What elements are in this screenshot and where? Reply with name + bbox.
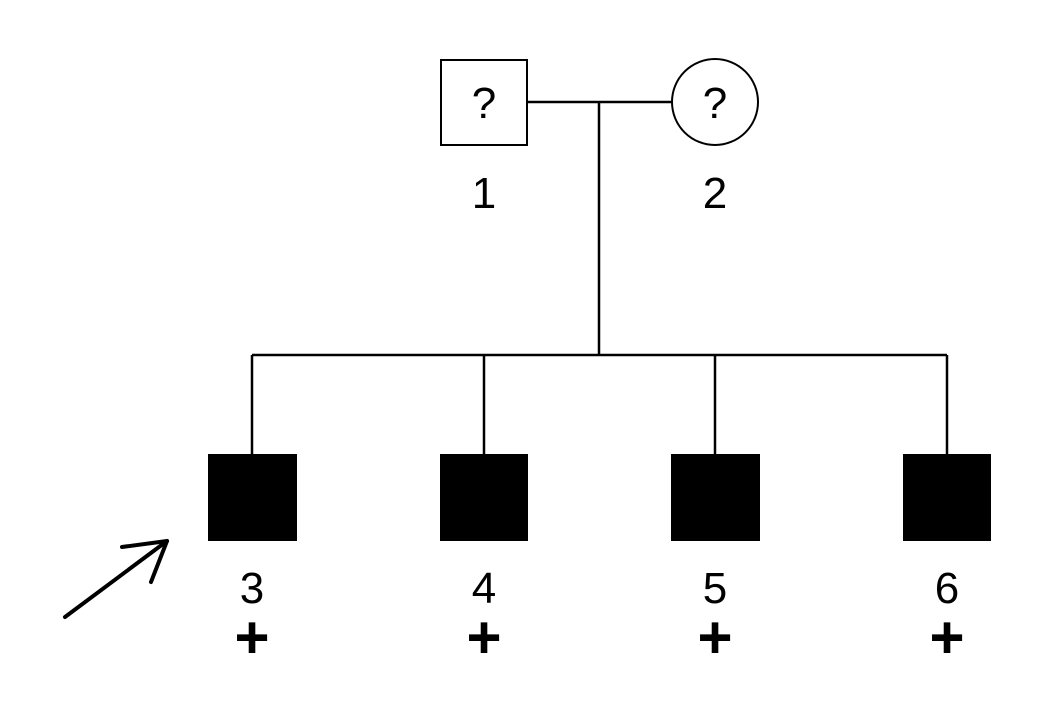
individual-4: 4 + bbox=[440, 454, 528, 671]
plus-marker: + bbox=[234, 604, 269, 671]
unknown-status-mark: ? bbox=[472, 79, 496, 128]
plus-marker: + bbox=[697, 604, 732, 671]
female-circle-symbol bbox=[671, 58, 759, 146]
affected-male-square-symbol bbox=[671, 454, 760, 541]
individual-id-label: 6 bbox=[935, 564, 959, 613]
individual-id-label: 3 bbox=[240, 564, 264, 613]
individual-id-label: 4 bbox=[472, 564, 496, 613]
arrow-icon bbox=[63, 539, 169, 619]
individual-id-label: 1 bbox=[472, 169, 496, 218]
individual-3: 3 + bbox=[208, 454, 297, 671]
unknown-status-mark: ? bbox=[703, 79, 727, 128]
individual-2: ? 2 bbox=[671, 58, 759, 218]
plus-marker: + bbox=[466, 604, 501, 671]
plus-marker: + bbox=[929, 604, 964, 671]
affected-male-square-symbol bbox=[903, 454, 991, 541]
individual-id-label: 2 bbox=[703, 169, 727, 218]
pedigree-lines bbox=[250, 100, 949, 455]
individual-1: ? 1 bbox=[440, 59, 528, 218]
individual-6: 6 + bbox=[903, 454, 991, 671]
affected-male-square-symbol bbox=[208, 454, 297, 541]
affected-male-square-symbol bbox=[440, 454, 528, 541]
male-square-symbol bbox=[440, 59, 528, 146]
individual-id-label: 5 bbox=[703, 564, 727, 613]
individual-5: 5 + bbox=[671, 454, 760, 671]
